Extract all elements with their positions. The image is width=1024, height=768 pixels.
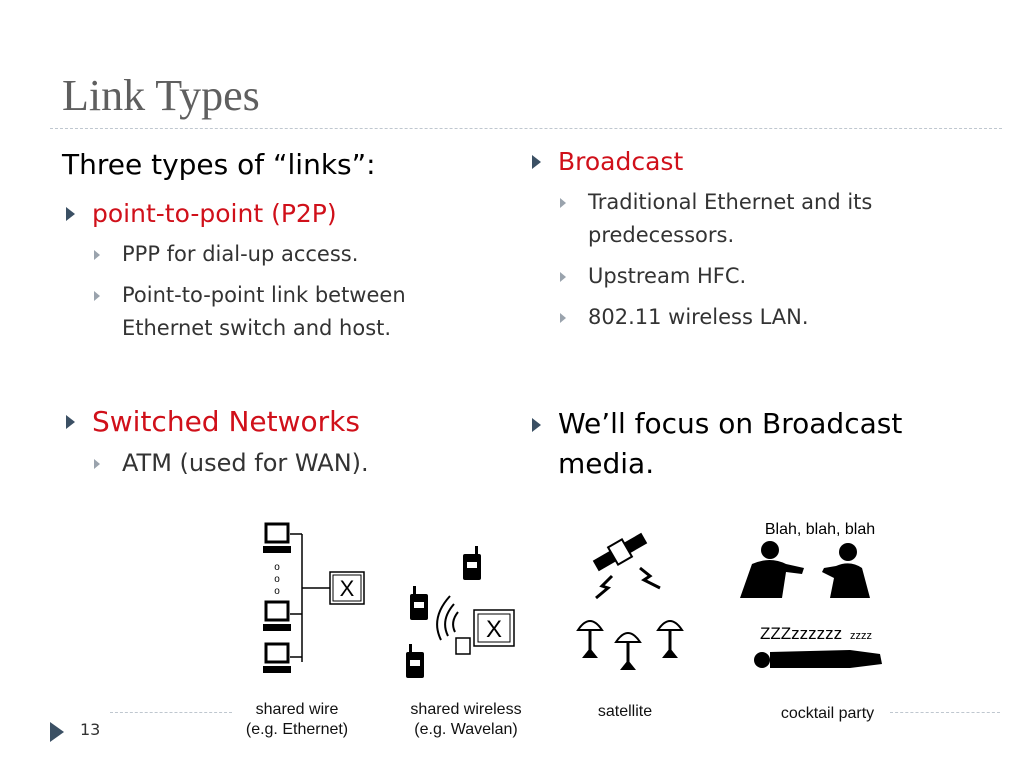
- switch-icon: X: [329, 571, 365, 605]
- p2p-item-text: Point-to-point link between Ethernet swi…: [122, 283, 406, 340]
- bullet-focus: We’ll focus on Broadcast media.: [528, 404, 948, 484]
- footer-divider: [890, 712, 1000, 713]
- bullet-arrow-icon: [532, 418, 541, 432]
- shared-wireless-label: shared wireless (e.g. Wavelan): [396, 700, 536, 740]
- bullet-arrow-icon: [66, 415, 75, 429]
- shared-wire-label: shared wire (e.g. Ethernet): [232, 700, 362, 740]
- cocktail-party-diagram: Blah, blah, blah ZZZzzzzzz zzzz: [740, 521, 882, 668]
- sleeping-person-icon: [754, 650, 882, 668]
- computer-icon: [263, 642, 291, 673]
- talking-woman-icon: [822, 543, 870, 598]
- speech-text: Blah, blah, blah: [765, 521, 875, 538]
- handheld-device-icon: [406, 644, 424, 678]
- shared-wire-label-line1: shared wire: [255, 701, 339, 718]
- switched-item-1: ATM (used for WAN).: [92, 447, 492, 480]
- p2p-item-2: Point-to-point link between Ethernet swi…: [92, 279, 462, 345]
- bullet-broadcast: Broadcast: [528, 145, 948, 178]
- dish-antenna-icon: [656, 620, 684, 658]
- access-point-icon: X: [455, 609, 515, 655]
- broadcast-item-text: Upstream HFC.: [588, 264, 747, 288]
- bullet-arrow-icon: [532, 155, 541, 169]
- satellite-diagram: [576, 532, 684, 670]
- p2p-item-1: PPP for dial-up access.: [92, 238, 492, 271]
- broadcast-item-text: 802.11 wireless LAN.: [588, 305, 809, 329]
- dish-antenna-icon: [614, 632, 642, 670]
- talking-man-icon: [740, 541, 804, 598]
- bullet-p2p: point-to-point (P2P): [62, 197, 492, 230]
- left-column: Three types of “links”: point-to-point (…: [62, 147, 492, 480]
- svg-text:X: X: [486, 616, 502, 643]
- satellite-label: satellite: [597, 703, 653, 720]
- broadcast-item-3: 802.11 wireless LAN.: [558, 301, 948, 334]
- shared-wireless-label-line1: shared wireless: [410, 701, 522, 718]
- wireless-signal-icon: [436, 595, 459, 641]
- dot-icon: o: [274, 574, 280, 585]
- broadcast-item-2: Upstream HFC.: [558, 260, 948, 293]
- cocktail-party-label: cocktail party: [780, 705, 875, 722]
- page-number: 13: [80, 720, 101, 739]
- sub-bullet-arrow-icon: [94, 459, 100, 469]
- footer-divider: [110, 712, 232, 713]
- lightning-icon: [639, 566, 661, 590]
- dot-icon: o: [274, 562, 280, 573]
- sub-bullet-arrow-icon: [94, 291, 100, 301]
- snore-small-text: zzzz: [850, 630, 872, 642]
- svg-text:X: X: [340, 576, 355, 601]
- sub-bullet-arrow-icon: [560, 272, 566, 282]
- right-column: Broadcast Traditional Ethernet and its p…: [528, 145, 948, 484]
- dish-antenna-icon: [576, 620, 604, 658]
- title-divider: [50, 128, 1002, 129]
- handheld-device-icon: [463, 546, 481, 580]
- shared-wireless-diagram: X: [406, 546, 515, 678]
- shared-wireless-label-line2: (e.g. Wavelan): [414, 721, 518, 738]
- bullet-arrow-icon: [66, 207, 75, 221]
- intro-text: Three types of “links”:: [62, 148, 376, 181]
- broadcast-label: Broadcast: [558, 147, 684, 176]
- focus-text: We’ll focus on Broadcast media.: [558, 407, 903, 480]
- handheld-device-icon: [410, 586, 428, 620]
- switched-label: Switched Networks: [92, 405, 360, 438]
- slide-title: Link Types: [62, 71, 260, 120]
- broadcast-item-text: Traditional Ethernet and its predecessor…: [588, 190, 873, 247]
- p2p-item-text: PPP for dial-up access.: [122, 242, 359, 266]
- computer-icon: [263, 522, 291, 553]
- sub-bullet-arrow-icon: [560, 198, 566, 208]
- broadcast-item-1: Traditional Ethernet and its predecessor…: [558, 186, 928, 252]
- shared-wire-diagram: o o o X: [263, 522, 365, 673]
- switched-item-text: ATM (used for WAN).: [122, 449, 369, 477]
- sub-bullet-arrow-icon: [560, 313, 566, 323]
- bullet-switched: Switched Networks: [62, 405, 492, 439]
- p2p-label: point-to-point (P2P): [92, 199, 337, 228]
- lightning-icon: [595, 574, 614, 600]
- shared-wire-label-line2: (e.g. Ethernet): [245, 721, 349, 738]
- dot-icon: o: [274, 586, 280, 597]
- satellite-icon: [592, 532, 648, 572]
- broadcast-media-figure: o o o X: [263, 521, 882, 678]
- snore-text: ZZZzzzzzz: [760, 624, 842, 643]
- sub-bullet-arrow-icon: [94, 250, 100, 260]
- page-marker-icon: [50, 722, 64, 742]
- computer-icon: [263, 600, 291, 631]
